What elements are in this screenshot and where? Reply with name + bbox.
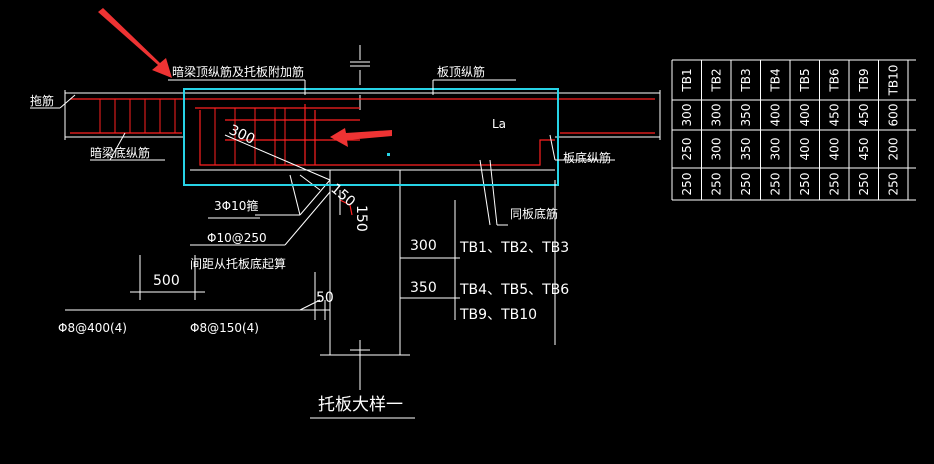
center-line (350, 45, 370, 360)
label-same-bottom: 同板底筋 (510, 206, 558, 221)
table-row-1-cell: 300 (680, 104, 694, 127)
table-row-1-cell: 450 (827, 104, 841, 127)
tb-table: TB1 TB2 TB3 TB4 TB5 TB6 TB9 TB10 300 300 350 400 400… (671, 59, 916, 201)
table-header-cell: TB4 (768, 68, 782, 92)
table-row-3-cell: 250 (827, 173, 841, 196)
annotation-arrows (98, 8, 392, 147)
table-header-cell: TB1 (680, 68, 694, 92)
group-350b: TB9、TB10 (459, 307, 537, 323)
table-header-cell: TB9 (857, 68, 871, 92)
table-row-1-cell: 450 (857, 104, 871, 127)
table-row-2-cell: 450 (857, 138, 871, 161)
label-stirrup-a: Φ8@400(4) (58, 321, 127, 335)
table-row-2-cell: 300 (768, 138, 782, 161)
group-300: TB1、TB2、TB3 (459, 240, 569, 256)
label-stirrup-b: Φ8@150(4) (190, 321, 259, 335)
table-row-2-cell: 250 (680, 138, 694, 161)
table-row-3-cell: 250 (857, 173, 871, 196)
table-header-cell: TB6 (827, 68, 841, 92)
table-header-cell: TB5 (798, 68, 812, 92)
dim-50: 50 (316, 290, 334, 306)
highlight-box (183, 88, 559, 186)
stirrup-ticks (99, 99, 286, 165)
label-tie-bar: Φ10@250 (207, 231, 267, 245)
table-header-cell: TB2 (709, 68, 723, 92)
table-row-1-cell: 400 (768, 104, 782, 127)
label-stirrup-count: 3Φ10箍 (214, 198, 258, 213)
table-header-cell: TB3 (739, 68, 753, 92)
table-row-2-cell: 400 (827, 138, 841, 161)
table-row-2-cell: 200 (886, 138, 900, 161)
dim-500: 500 (153, 273, 180, 289)
group-350: TB4、TB5、TB6 (459, 282, 569, 298)
center-marker (387, 153, 390, 156)
table-row-3-cell: 250 (798, 173, 812, 196)
dim-350: 350 (410, 280, 437, 296)
table-header-cell: TB10 (886, 65, 900, 97)
label-slab-bottom: 板底纵筋 (563, 150, 611, 165)
dim-300-diagonal: 300 (226, 122, 257, 148)
dim-300: 300 (410, 238, 437, 254)
label-spacing-note: 间距从托板底起算 (190, 256, 286, 271)
label-left-end: 拖筋 (30, 93, 54, 108)
table-row-3-cell: 250 (768, 173, 782, 196)
label-la: La (492, 117, 506, 131)
slab-outline (64, 90, 661, 356)
table-row-1-cell: 400 (798, 104, 812, 127)
dim-150-vertical: 150 (353, 205, 369, 232)
label-top-left: 暗梁顶纵筋及托板附加筋 (172, 64, 304, 79)
label-top-right: 板顶纵筋 (437, 64, 485, 79)
table-row-3-cell: 250 (886, 173, 900, 196)
table-row-1-cell: 600 (886, 104, 900, 127)
table-row-3-cell: 250 (680, 173, 694, 196)
table-row-1-cell: 350 (739, 104, 753, 127)
label-beam-bottom: 暗梁底纵筋 (90, 145, 150, 160)
table-row-2-cell: 350 (739, 138, 753, 161)
table-row-3-cell: 250 (709, 173, 723, 196)
table-row-2-cell: 300 (709, 138, 723, 161)
leader-lines (30, 79, 615, 246)
dimension-lines (65, 180, 556, 345)
table-row-3-cell: 250 (739, 173, 753, 196)
table-row-2-cell: 400 (798, 138, 812, 161)
table-row-1-cell: 300 (709, 104, 723, 127)
drawing-title: 托板大样一 (318, 395, 403, 415)
